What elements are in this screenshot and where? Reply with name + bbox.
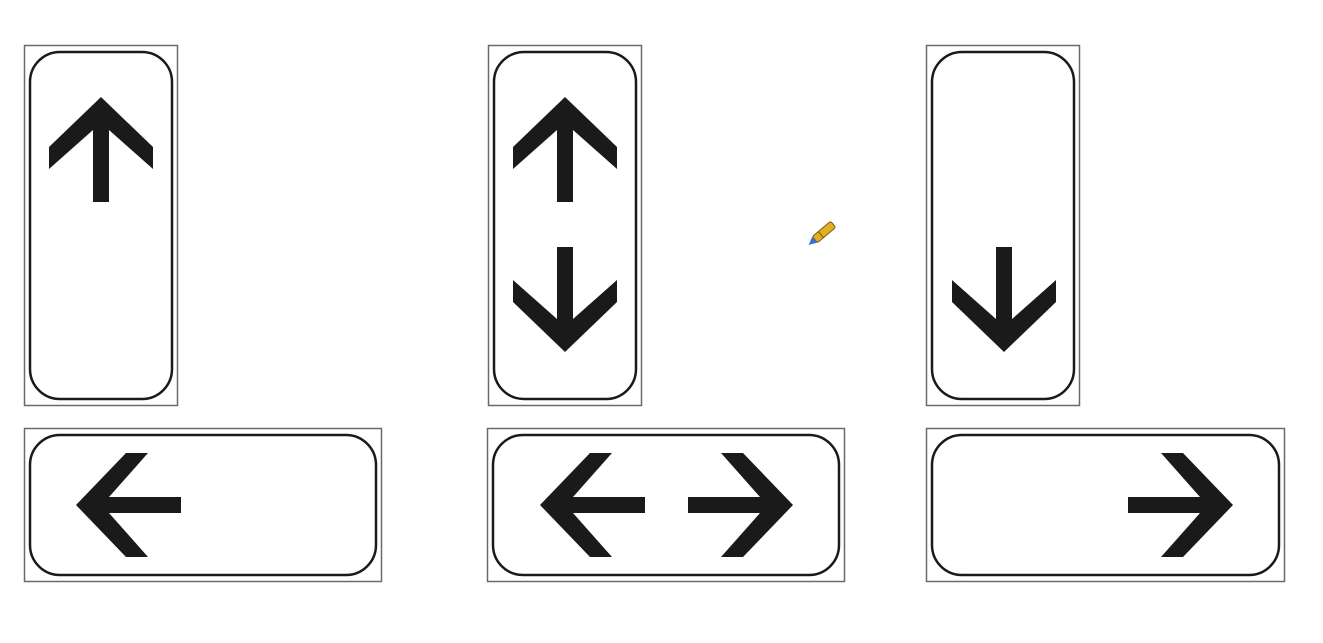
horizontal-left-sign [23, 427, 383, 583]
pen-cursor-icon [808, 221, 836, 245]
sign-frame [23, 44, 179, 407]
arrow-up-icon [513, 97, 617, 202]
arrow-left-icon [540, 453, 645, 557]
horizontal-left-right-sign [486, 427, 846, 583]
signs-layer [23, 44, 1286, 583]
arrow-up-icon [49, 97, 153, 202]
pen-body [812, 221, 836, 243]
pen-tip [808, 236, 818, 245]
vertical-down-sign [925, 44, 1081, 407]
vertical-up-sign [23, 44, 179, 407]
pen-band [817, 231, 824, 238]
arrow-left-icon [76, 453, 181, 557]
arrow-right-icon [688, 453, 793, 557]
arrow-down-icon [513, 247, 617, 352]
sign-frame [486, 427, 846, 583]
arrow-down-icon [952, 247, 1056, 352]
sign-frame [925, 427, 1286, 583]
arrow-right-icon [1128, 453, 1233, 557]
sign-frame [925, 44, 1081, 407]
vertical-up-down-sign [487, 44, 643, 407]
horizontal-right-sign [925, 427, 1286, 583]
sign-frame [487, 44, 643, 407]
sign-frame [23, 427, 383, 583]
